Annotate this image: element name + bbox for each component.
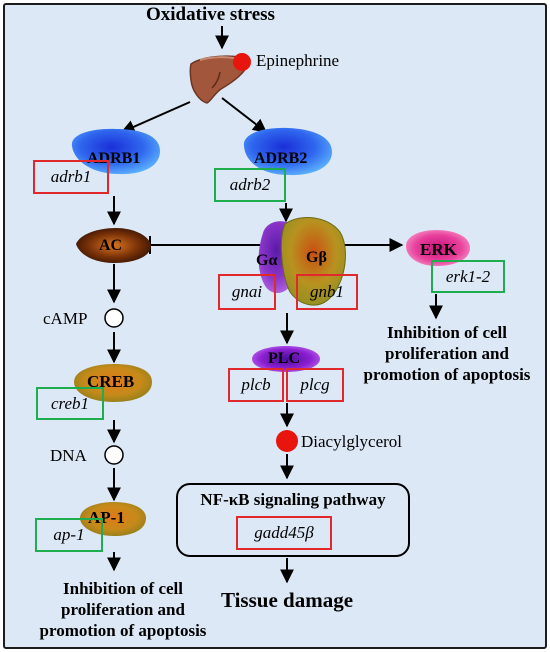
ap1-label: AP-1 <box>88 508 125 527</box>
nfkb-title: NF-κB signaling pathway <box>200 490 386 509</box>
plc-shape <box>252 346 320 372</box>
nfkb-pathway-box <box>176 483 410 557</box>
arrows <box>107 26 443 584</box>
arrow-liver-to-adrb2 <box>221 97 268 133</box>
gnb1-gene-box: gnb1 <box>296 274 358 310</box>
erk-label: ERK <box>420 240 457 259</box>
ac-label: AC <box>99 237 123 254</box>
ap1-outcome-line-3: promotion of apoptosis <box>39 621 207 640</box>
gadd45b-gene-box: gadd45β <box>236 516 332 550</box>
dna-label: DNA <box>50 446 87 465</box>
erk-outcome-line-3: promotion of apoptosis <box>363 365 531 384</box>
diacylglycerol-dot-icon <box>276 430 298 452</box>
epinephrine-label: Epinephrine <box>256 51 340 70</box>
camp-circle-icon <box>104 308 124 328</box>
dna-circle-icon <box>104 445 124 465</box>
gnai-gene-box: gnai <box>218 274 276 310</box>
adrb1-shape <box>71 128 160 175</box>
adrb2-shape <box>243 127 332 176</box>
g-alpha-label: Gα <box>256 252 278 269</box>
title-oxidative-stress: Oxidative stress <box>146 4 275 25</box>
adrb1-label: ADRB1 <box>87 150 141 167</box>
adrb1-gene-box: adrb1 <box>33 160 109 194</box>
erk-shape <box>406 230 470 266</box>
erk-outcome-line-2: proliferation and <box>385 344 509 363</box>
erk-outcome-line-1: Inhibition of cell <box>387 323 507 342</box>
camp-label: cAMP <box>43 309 88 328</box>
adrb2-gene-box: adrb2 <box>214 168 286 202</box>
creb-gene-box: creb1 <box>36 387 104 420</box>
creb-shape <box>74 364 152 402</box>
plcg-gene-box: plcg <box>286 368 344 402</box>
arrow-liver-to-adrb1 <box>120 101 191 134</box>
erk-outcome: Inhibition of cell proliferation and pro… <box>354 322 540 385</box>
epinephrine-dot-icon <box>233 53 251 71</box>
erk-gene-box: erk1-2 <box>431 260 505 293</box>
ap1-gene-box: ap-1 <box>35 518 103 552</box>
diacylglycerol-label: Diacylglycerol <box>301 432 403 451</box>
ap1-shape <box>80 502 146 536</box>
tissue-damage-label: Tissue damage <box>220 588 354 612</box>
ac-shape <box>76 228 151 263</box>
plcb-gene-box: plcb <box>228 368 284 402</box>
adrb2-label: ADRB2 <box>254 150 308 167</box>
ap1-outcome: Inhibition of cell proliferation and pro… <box>30 578 216 641</box>
ap1-outcome-line-1: Inhibition of cell <box>63 579 183 598</box>
creb-label: CREB <box>87 372 135 391</box>
g-beta-label: Gβ <box>306 249 327 266</box>
ap1-outcome-line-2: proliferation and <box>61 600 185 619</box>
plc-label: PLC <box>268 350 300 367</box>
